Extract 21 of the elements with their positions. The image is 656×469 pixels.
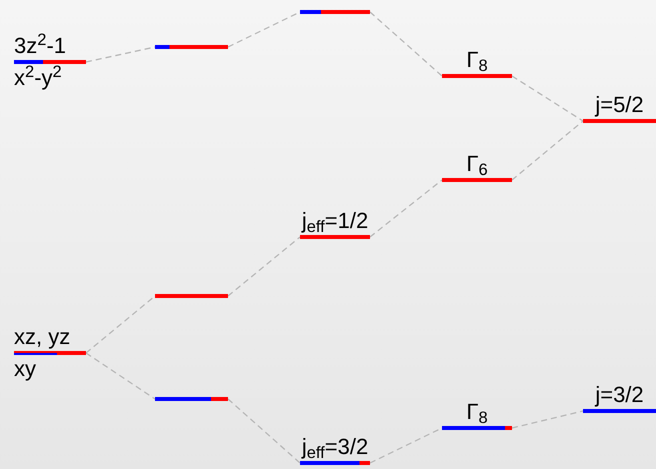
level-label: j$_{eff}$=3/2 — [302, 433, 368, 461]
level-label: j=5/2 — [595, 91, 644, 119]
dashed-connector — [370, 12, 442, 76]
dashed-connector — [370, 180, 442, 238]
level-label: Γ$_{8}$ — [466, 46, 488, 74]
dashed-connector — [512, 120, 584, 180]
level-label: j$_{eff}$=1/2 — [302, 207, 368, 235]
level-label: j=3/2 — [595, 381, 644, 409]
level-label: 3z$^{2}$-1 — [14, 32, 66, 60]
level-label: x$^{2}$-y$^{2}$ — [14, 64, 62, 92]
dashed-connector — [86, 352, 156, 400]
dashed-connector — [86, 46, 156, 63]
level-label: Γ$_{8}$ — [466, 398, 488, 426]
level-label: xz, yz — [14, 323, 70, 351]
dashed-connector — [228, 398, 300, 464]
dashed-connector — [228, 236, 300, 296]
dashed-connector — [512, 410, 584, 429]
level-label: xy — [14, 355, 36, 383]
level-label: Γ$_{6}$ — [466, 150, 488, 178]
dashed-connector — [512, 76, 584, 122]
dashed-connector — [86, 296, 156, 354]
